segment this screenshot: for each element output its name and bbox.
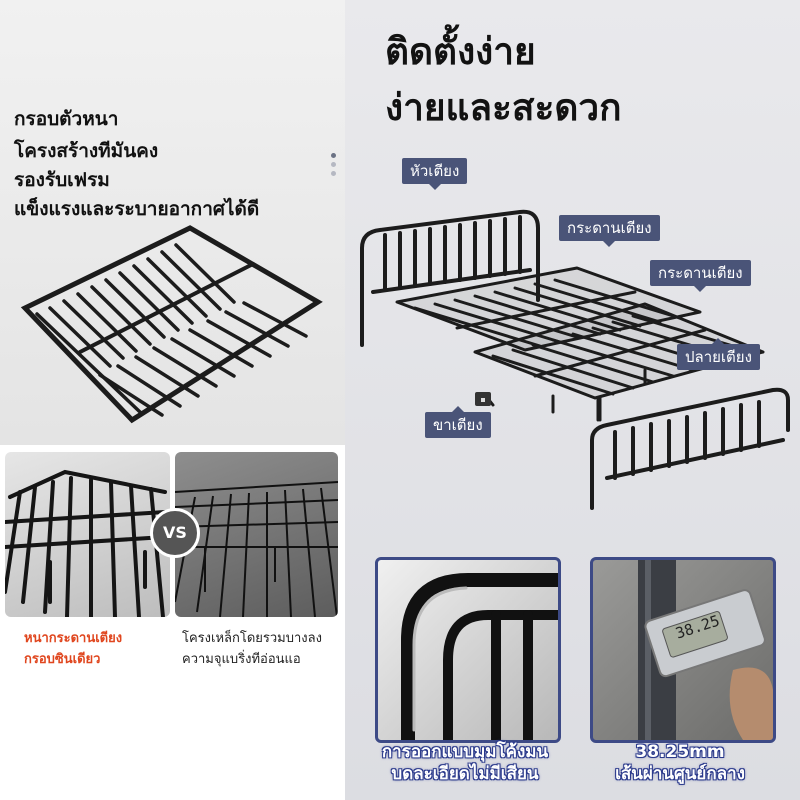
caption-line: เส้นผ่านศูนย์กลาง — [615, 764, 745, 784]
thin-frame-photo — [175, 452, 338, 617]
label-slat-board-2: กระดานเตียง — [650, 260, 751, 292]
footboard-drawing — [590, 387, 790, 510]
carousel-dot[interactable] — [331, 162, 336, 167]
diameter-caption: 38.25mm เส้นผ่านศูนย์กลาง — [585, 741, 775, 785]
thick-frame-caption: หนากระดานเตียง กรอบซินเดียว — [24, 628, 122, 670]
slat-frame-illustration — [20, 225, 323, 424]
caption-line: 38.25mm — [635, 742, 725, 762]
bed-leg-bracket-icon — [475, 392, 491, 406]
carousel-dot[interactable] — [331, 153, 336, 158]
slat-board-1-drawing — [395, 266, 702, 352]
rounded-corner-drawing — [401, 573, 558, 740]
headline-line: แข็งแรงและระบายอากาศได้ดี — [14, 198, 260, 220]
caliper-detail: 38.25 — [590, 557, 776, 743]
slat-board-2-drawing — [473, 302, 765, 414]
label-headboard: หัวเตียง — [402, 158, 468, 190]
thin-frame-drawing — [175, 481, 338, 617]
thick-frame-drawing — [5, 469, 167, 617]
thin-frame-caption: โครงเหล็กโดยรวมบางลง ความจุแบริ่งทีอ่อนแ… — [182, 628, 322, 670]
rounded-corner-detail — [375, 557, 561, 743]
caption-line: การออกแบบมุมโค้งมน — [381, 742, 549, 762]
headboard-drawing — [360, 209, 540, 347]
carousel-dots[interactable] — [331, 153, 336, 180]
caption-line: บดละเอียดไม่มีเสียน — [391, 764, 539, 784]
headline-line: โครงสร้างทีมันคง — [14, 140, 159, 162]
label-slat-board-1: กระดานเตียง — [559, 215, 660, 247]
caption-line: ความจุแบริ่งทีอ่อนแอ — [182, 652, 301, 667]
vs-badge: VS — [150, 508, 200, 558]
rounded-corner-caption: การออกแบบมุมโค้งมน บดละเอียดไม่มีเสียน — [365, 741, 565, 785]
thick-frame-photo — [5, 452, 170, 617]
caption-line: โครงเหล็กโดยรวมบางลง — [182, 631, 322, 646]
caption-line: หนากระดานเตียง — [24, 631, 123, 646]
headline-line: กรอบตัวหนา — [14, 108, 119, 130]
headline-line: รองรับเฟรม — [14, 169, 110, 191]
title-line: ง่ายและสะดวก — [385, 86, 622, 129]
carousel-dot[interactable] — [331, 171, 336, 176]
label-footboard: ปลายเตียง — [677, 338, 760, 370]
caliper-drawing — [638, 560, 773, 740]
label-bed-leg: ขาเตียง — [425, 406, 491, 438]
exploded-bed-diagram — [360, 209, 790, 510]
title-line: ติดตั้งง่าย — [385, 30, 536, 73]
caption-line: กรอบซินเดียว — [24, 652, 101, 667]
bed-leg-drawing — [483, 393, 602, 422]
feature-panel: กรอบตัวหนา โครงสร้างทีมันคง รองรับเฟรม แ… — [0, 0, 345, 445]
